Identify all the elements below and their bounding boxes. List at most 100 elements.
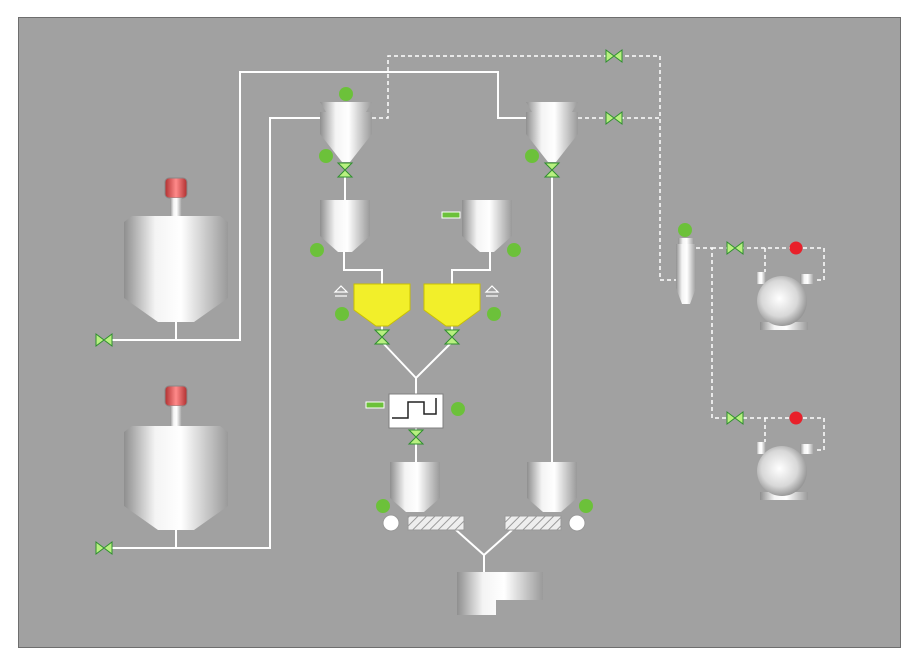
blower-bottom[interactable] bbox=[756, 442, 814, 500]
tank-lower-left-body bbox=[390, 462, 440, 498]
blower-top-inlet bbox=[756, 272, 766, 284]
valve-weigh-left[interactable] bbox=[373, 329, 391, 345]
receiver-right-cone bbox=[526, 134, 578, 162]
air-pipe-filter-out bbox=[696, 247, 796, 419]
blower-bottom-base bbox=[760, 492, 808, 500]
tank-lower-left-cone bbox=[390, 498, 440, 512]
buffer-left-body bbox=[320, 200, 370, 236]
feeder-left[interactable] bbox=[382, 514, 465, 532]
weigh-right[interactable] bbox=[423, 283, 481, 327]
load-cell-left-icon bbox=[333, 285, 349, 297]
blower-bottom-inlet bbox=[756, 442, 766, 454]
silo-1[interactable] bbox=[124, 177, 228, 322]
silo-1-roof bbox=[124, 216, 228, 222]
status-light-buffer-left bbox=[310, 243, 324, 257]
silo-1-body bbox=[124, 222, 228, 298]
buffer-left[interactable] bbox=[320, 200, 370, 252]
status-light-feeder-left bbox=[376, 499, 390, 513]
solid-pipes bbox=[104, 71, 553, 572]
valve-air-top[interactable] bbox=[605, 49, 623, 63]
valves bbox=[95, 49, 744, 555]
receiver-right-lid bbox=[526, 102, 578, 112]
buffer-right[interactable] bbox=[462, 200, 512, 252]
air-pipe-blower-bottom-loop bbox=[796, 417, 825, 451]
air-pipes bbox=[372, 55, 825, 451]
silo-2-cone bbox=[124, 506, 228, 530]
status-lights bbox=[310, 87, 803, 513]
dust-filter[interactable] bbox=[676, 238, 696, 304]
receiver-left-lid bbox=[320, 102, 372, 112]
receiver-left[interactable] bbox=[320, 102, 372, 162]
buffer-right-level-indicator bbox=[441, 211, 461, 219]
load-cell-right-icon bbox=[484, 285, 500, 297]
buffer-right-cone bbox=[462, 236, 512, 252]
background-panel bbox=[18, 17, 901, 648]
receiver-right[interactable] bbox=[526, 102, 578, 162]
silo-2-shaft bbox=[170, 406, 182, 426]
status-light-switch-box bbox=[451, 402, 465, 416]
mixer[interactable] bbox=[457, 572, 543, 615]
silo-2-roof bbox=[124, 426, 228, 432]
valve-blower-top[interactable] bbox=[726, 241, 744, 255]
valve-switch-out[interactable] bbox=[407, 429, 425, 445]
blower-bottom-outlet bbox=[800, 444, 814, 454]
receiver-left-body bbox=[320, 112, 372, 134]
pipe-buffer-right-to-weigh bbox=[451, 250, 491, 284]
tank-lower-right-body bbox=[527, 462, 577, 498]
status-light-filter bbox=[678, 223, 692, 237]
silo-2-motor bbox=[164, 385, 188, 407]
silo-1-motor bbox=[164, 177, 188, 199]
pipe-buffer-left-to-weigh bbox=[343, 250, 383, 284]
valve-silo-1[interactable] bbox=[95, 333, 113, 347]
pipe-silo2-to-receiver-left bbox=[175, 117, 320, 549]
silo-2[interactable] bbox=[124, 385, 228, 530]
blower-bottom-casing bbox=[757, 446, 807, 496]
mixer-body bbox=[457, 572, 543, 615]
feeder-right-screw bbox=[504, 515, 562, 531]
feeder-right-motor bbox=[568, 514, 586, 532]
blower-top-outlet bbox=[800, 274, 814, 284]
status-light-weigh-right bbox=[487, 307, 501, 321]
switch-waveform-icon bbox=[392, 398, 437, 419]
tank-lower-right[interactable] bbox=[527, 462, 577, 512]
status-light-receiver-right-bottom bbox=[525, 149, 539, 163]
receiver-left-cone bbox=[320, 134, 372, 162]
status-light-feeder-right bbox=[579, 499, 593, 513]
silo-1-shaft bbox=[170, 198, 182, 218]
switch-box[interactable] bbox=[388, 393, 444, 429]
air-pipe-top bbox=[372, 55, 685, 281]
status-light-blower-top bbox=[789, 241, 803, 255]
blower-top[interactable] bbox=[756, 272, 814, 330]
feeder-left-screw bbox=[407, 515, 465, 531]
weigh-right-body bbox=[423, 283, 481, 327]
blower-top-base bbox=[760, 322, 808, 330]
valve-weigh-right[interactable] bbox=[443, 329, 461, 345]
buffer-right-body bbox=[462, 200, 512, 236]
silo-1-cone bbox=[124, 298, 228, 322]
tank-lower-right-cone bbox=[527, 498, 577, 512]
dust-filter-cap bbox=[678, 238, 694, 244]
status-light-weigh-left bbox=[335, 307, 349, 321]
air-pipe-blower-top-loop bbox=[796, 247, 825, 281]
dust-filter-cone bbox=[676, 288, 696, 304]
status-light-receiver-left-top bbox=[339, 87, 353, 101]
status-light-buffer-right bbox=[507, 243, 521, 257]
blower-top-casing bbox=[757, 276, 807, 326]
weigh-left-body bbox=[353, 283, 411, 327]
feeder-left-motor bbox=[382, 514, 400, 532]
valve-air-right-receiver[interactable] bbox=[605, 111, 623, 125]
dust-filter-body bbox=[676, 244, 696, 288]
tank-lower-left[interactable] bbox=[390, 462, 440, 512]
feeder-right[interactable] bbox=[504, 514, 586, 532]
silo-2-body bbox=[124, 432, 228, 506]
switch-box-level-indicator bbox=[365, 401, 385, 409]
valve-receiver-left[interactable] bbox=[336, 162, 354, 178]
valve-receiver-right[interactable] bbox=[543, 162, 561, 178]
weigh-left[interactable] bbox=[353, 283, 411, 327]
status-light-receiver-left-bottom bbox=[319, 149, 333, 163]
valve-silo-2[interactable] bbox=[95, 541, 113, 555]
buffer-left-cone bbox=[320, 236, 370, 252]
valve-blower-bottom[interactable] bbox=[726, 411, 744, 425]
switch-box-frame bbox=[388, 393, 444, 429]
